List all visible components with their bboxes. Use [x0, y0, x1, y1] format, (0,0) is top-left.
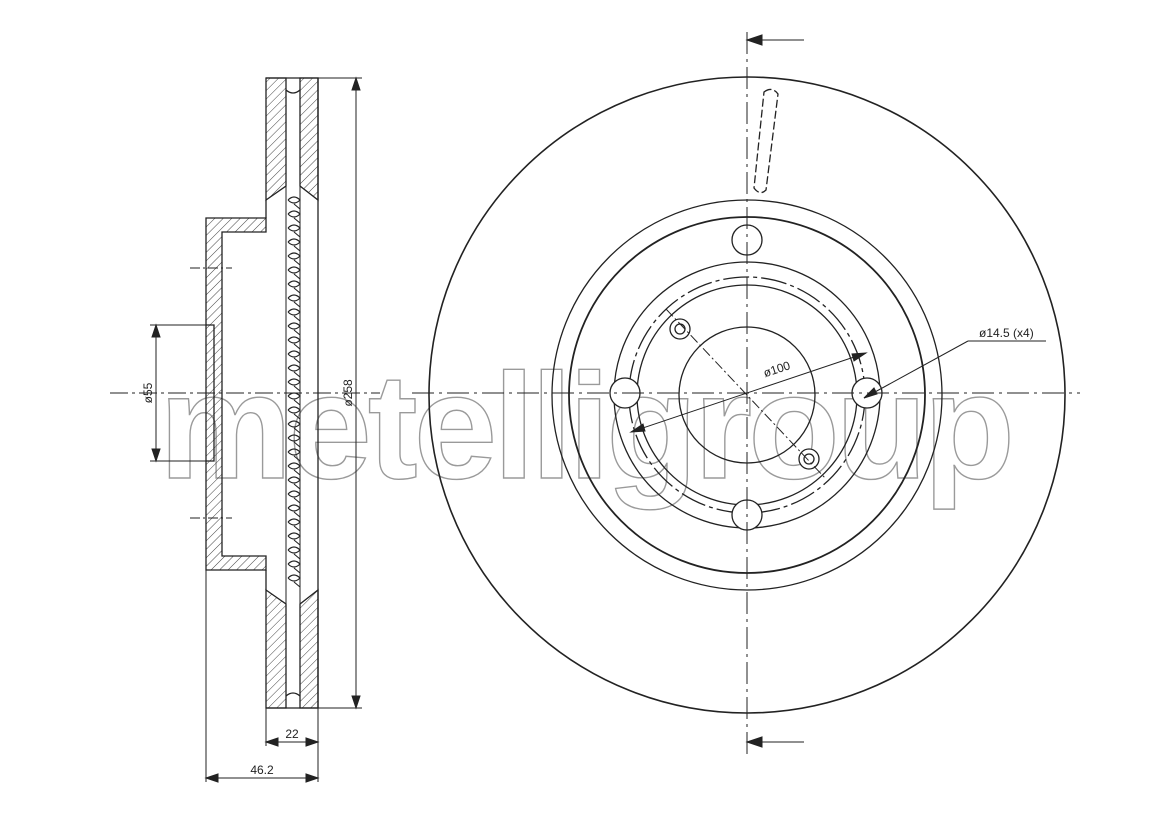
watermark-logo: metelligroup [159, 342, 1011, 510]
side-view-dimensions [110, 76, 380, 783]
vane [287, 196, 301, 210]
dim-hub-bore: ø55 [141, 382, 155, 403]
vane [287, 280, 301, 294]
vane [287, 518, 301, 532]
dim-height: 46.2 [250, 763, 274, 777]
front-view-annotations [412, 32, 1080, 758]
vane [287, 238, 301, 252]
vane [287, 252, 301, 266]
vane [287, 574, 301, 588]
vane [287, 532, 301, 546]
vane [287, 224, 301, 238]
vane [287, 546, 301, 560]
dim-bolt-hole: ø14.5 (x4) [979, 326, 1034, 340]
dim-thickness: 22 [285, 727, 299, 741]
cooling-vanes [285, 186, 301, 604]
pin-hole-2 [798, 448, 820, 470]
vane [287, 210, 301, 224]
vane [287, 308, 301, 322]
vane [287, 294, 301, 308]
vane [287, 560, 301, 574]
pin-hole-1 [669, 318, 691, 340]
vane [287, 322, 301, 336]
vane [287, 266, 301, 280]
dim-outer-diameter: ø258 [341, 379, 355, 407]
